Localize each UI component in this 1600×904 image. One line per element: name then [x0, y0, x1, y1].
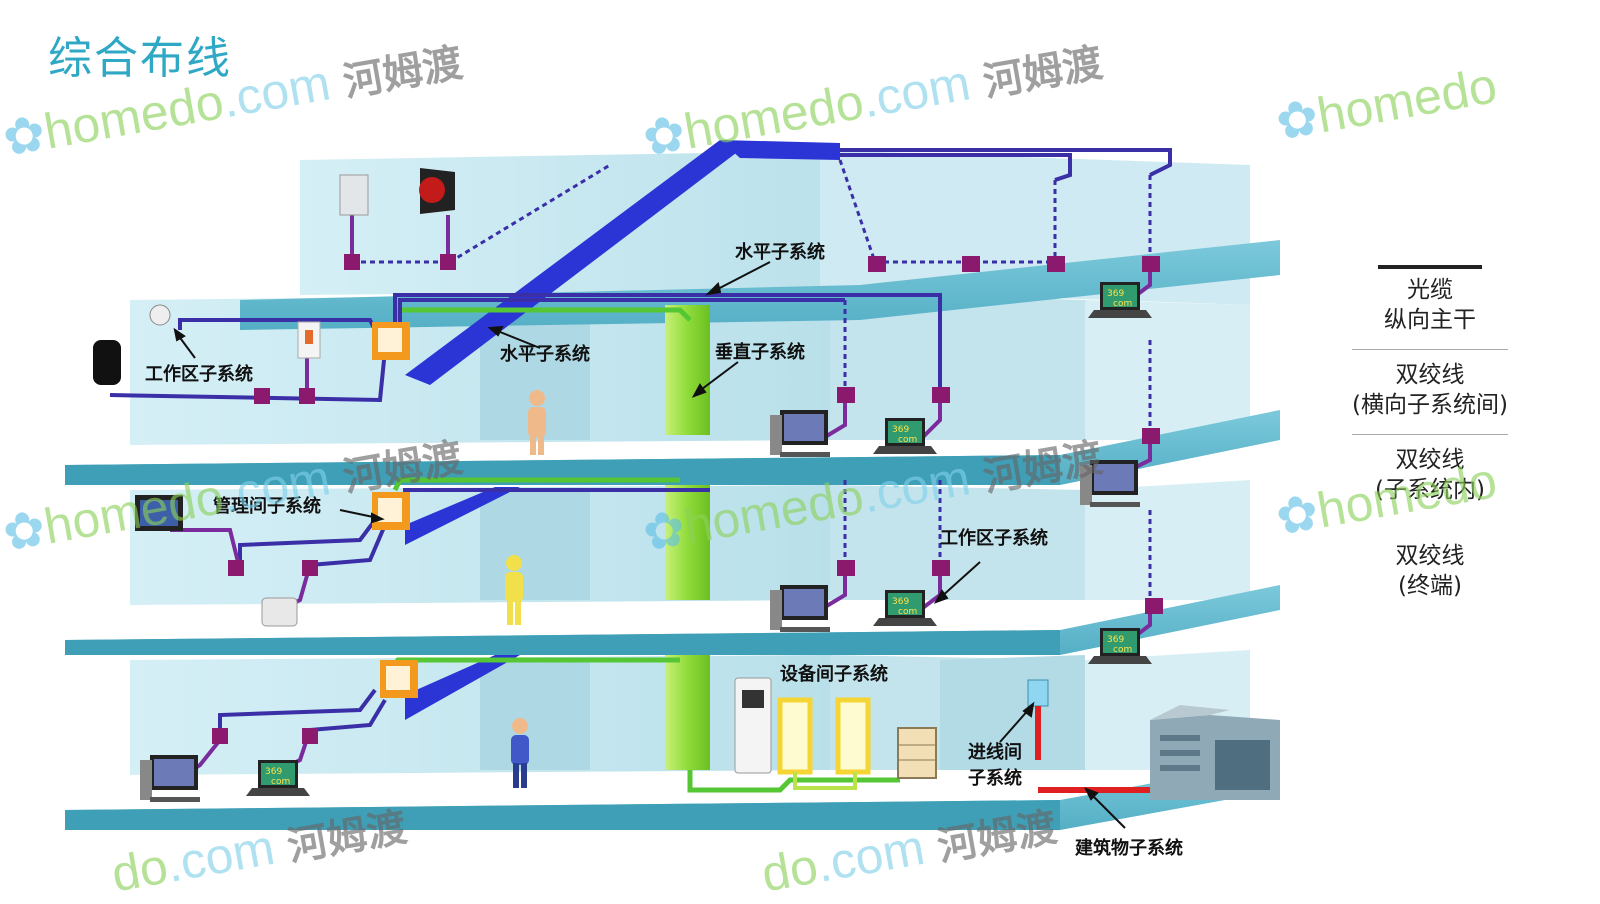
screen-com: com	[271, 777, 290, 787]
watermark-do: do	[757, 837, 822, 903]
screen-code: 369	[892, 425, 909, 435]
legend-twisted-in-line1: 双绞线	[1395, 447, 1465, 473]
outlets	[212, 254, 1163, 744]
legend-twisted-in-line2: (子系统内)	[1375, 477, 1485, 503]
legend-divider	[1352, 349, 1508, 350]
label-entrance-line1: 进线间	[968, 741, 1022, 763]
page-title: 综合布线	[48, 33, 232, 84]
legend-item-twisted-internal: 双绞线 (子系统内)	[1330, 445, 1530, 505]
screen-com: com	[1113, 645, 1132, 655]
screen-code: 369	[265, 767, 282, 777]
workstations	[140, 282, 1152, 802]
watermark-do: do	[803, 73, 868, 138]
legend: 光缆 纵向主干 双绞线 (横向子系统间) 双绞线 (子系统内) 双绞线 (终端)	[1330, 265, 1530, 615]
fiber-backbone	[405, 140, 840, 720]
legend-fiber-swatch	[1378, 265, 1482, 269]
legend-item-twisted-terminal: 双绞线 (终端)	[1330, 541, 1530, 601]
legend-twisted-end-line1: 双绞线	[1395, 543, 1465, 569]
devices	[93, 168, 455, 627]
vertical-riser	[392, 305, 900, 793]
legend-twisted-h-line2: (横向子系统间)	[1352, 392, 1508, 418]
subsystem-labels: 水平子系统 水平子系统 垂直子系统 工作区子系统 管理间子系统 工作区子系统 设…	[145, 241, 1183, 859]
screen-code: 369	[1107, 635, 1124, 645]
people	[505, 390, 546, 788]
screen-com: com	[1113, 299, 1132, 309]
watermark-do: do	[107, 837, 172, 903]
watermark-do: do	[803, 468, 868, 533]
legend-twisted-end-line2: (终端)	[1398, 573, 1462, 599]
label-work-area-right: 工作区子系统	[940, 527, 1048, 549]
equipment-room	[734, 677, 937, 790]
watermark-do: do	[1436, 57, 1501, 122]
label-horizontal-mid: 水平子系统	[500, 343, 590, 365]
watermark-do: do	[1436, 452, 1501, 517]
watermark-do: do	[163, 468, 228, 533]
legend-item-twisted-horizontal: 双绞线 (横向子系统间)	[1330, 360, 1530, 420]
watermark-do: do	[163, 73, 228, 138]
label-horizontal-top: 水平子系统	[735, 241, 825, 263]
screen-code: 369	[1107, 289, 1124, 299]
legend-item-fiber: 光缆 纵向主干	[1330, 275, 1530, 335]
label-entrance-line2: 子系统	[968, 767, 1022, 789]
screen-code: 369	[892, 597, 909, 607]
label-work-area-left: 工作区子系统	[145, 363, 253, 385]
screen-com: com	[898, 435, 917, 445]
entrance-facility	[1027, 679, 1280, 800]
screen-com: com	[898, 607, 917, 617]
legend-twisted-h-line1: 双绞线	[1395, 362, 1465, 388]
distribution-cabinets	[372, 322, 418, 698]
callout-arrows	[173, 261, 1126, 829]
label-equipment-room: 设备间子系统	[780, 663, 888, 685]
label-management: 管理间子系统	[213, 495, 321, 517]
legend-fiber-line2: 纵向主干	[1384, 307, 1476, 333]
legend-divider	[1352, 434, 1508, 435]
label-building: 建筑物子系统	[1075, 837, 1183, 859]
label-vertical: 垂直子系统	[715, 341, 805, 363]
laptop-screen-text: 369 com 369 com 369 com 369 com 369 com	[265, 289, 1132, 787]
legend-fiber-line1: 光缆	[1407, 277, 1453, 303]
